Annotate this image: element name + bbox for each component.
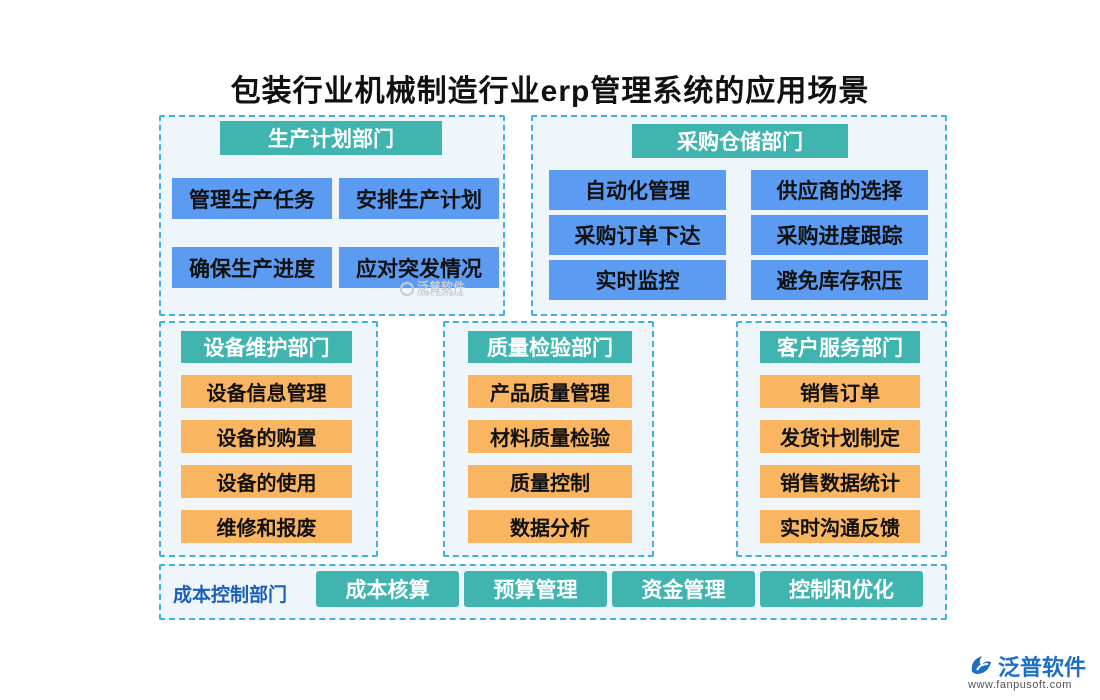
purchasing-item: 自动化管理	[549, 170, 726, 210]
brand-logo: 泛普软件 www.fanpusoft.com	[968, 650, 1096, 694]
cost-item: 控制和优化	[760, 571, 923, 607]
production-item: 安排生产计划	[339, 178, 499, 219]
production-header: 生产计划部门	[220, 121, 442, 155]
service-header: 客户服务部门	[760, 331, 920, 363]
logo-url: www.fanpusoft.com	[968, 679, 1072, 691]
equipment-item: 维修和报废	[181, 510, 352, 543]
purchasing-item: 供应商的选择	[751, 170, 928, 210]
equipment-item: 设备的使用	[181, 465, 352, 498]
watermark-text: 泛普软件	[417, 279, 466, 294]
service-item: 发货计划制定	[760, 420, 920, 453]
page-title: 包装行业机械制造行业erp管理系统的应用场景	[230, 75, 870, 108]
purchasing-item: 避免库存积压	[751, 260, 928, 300]
production-item: 确保生产进度	[172, 247, 332, 288]
cost-item: 资金管理	[612, 571, 755, 607]
service-item: 销售订单	[760, 375, 920, 408]
quality-header: 质量检验部门	[468, 331, 632, 363]
equipment-item: 设备信息管理	[181, 375, 352, 408]
quality-item: 数据分析	[468, 510, 632, 543]
equipment-header: 设备维护部门	[181, 331, 352, 363]
fanpu-logo-icon	[971, 656, 991, 674]
equipment-item: 设备的购置	[181, 420, 352, 453]
purchasing-item: 实时监控	[549, 260, 726, 300]
service-item: 实时沟通反馈	[760, 510, 920, 543]
cost-item: 预算管理	[464, 571, 607, 607]
quality-item: 质量控制	[468, 465, 632, 498]
cost-label: 成本控制部门	[173, 584, 288, 606]
watermark: 泛普软件 FANPU SOFTWARE	[400, 276, 480, 302]
logo-name: 泛普软件	[998, 655, 1087, 680]
watermark-logo-icon	[400, 282, 414, 296]
quality-item: 产品质量管理	[468, 375, 632, 408]
cost-item: 成本核算	[316, 571, 459, 607]
service-item: 销售数据统计	[760, 465, 920, 498]
production-item: 管理生产任务	[172, 178, 332, 219]
purchasing-item: 采购订单下达	[549, 215, 726, 255]
production-item: 应对突发情况	[339, 247, 499, 288]
purchasing-item: 采购进度跟踪	[751, 215, 928, 255]
watermark-subtext: FANPU SOFTWARE	[417, 291, 464, 298]
quality-item: 材料质量检验	[468, 420, 632, 453]
purchasing-header: 采购仓储部门	[632, 124, 848, 158]
